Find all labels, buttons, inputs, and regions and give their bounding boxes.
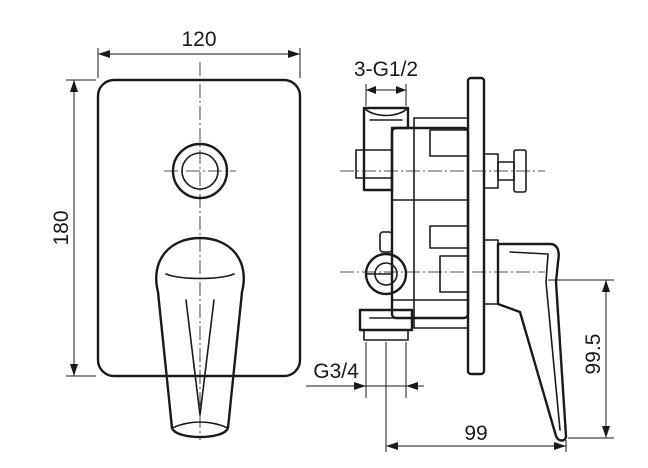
side-view: 3-G1/2 G3/4 99 99.5: [306, 58, 614, 452]
cover-plate: [96, 78, 302, 378]
diverter-knob: [164, 142, 236, 200]
front-view: 120 180: [50, 28, 302, 440]
side-height-dimension: [548, 279, 614, 439]
side-height-label: 99.5: [582, 334, 605, 375]
mixer-lever: [155, 236, 245, 439]
side-diverter-spindle: [483, 149, 527, 193]
bottom-connection-label: G3/4: [313, 360, 359, 383]
side-cover-plate: [466, 76, 486, 376]
front-height-dimension: [66, 79, 96, 377]
upper-connection: [355, 106, 410, 192]
depth-dimension: [385, 342, 567, 452]
depth-label: 99: [464, 422, 487, 445]
middle-connection: [364, 231, 408, 296]
front-width-dimension: [97, 48, 301, 78]
valve-body: [390, 117, 470, 329]
front-width-label: 120: [181, 28, 216, 51]
bottom-connection-dimension: [306, 342, 424, 398]
lower-connection: [358, 308, 414, 341]
front-height-label: 180: [50, 210, 73, 245]
connection-label: 3-G1/2: [354, 58, 418, 81]
side-lever: [483, 239, 568, 442]
connection-dimension: [365, 84, 407, 106]
